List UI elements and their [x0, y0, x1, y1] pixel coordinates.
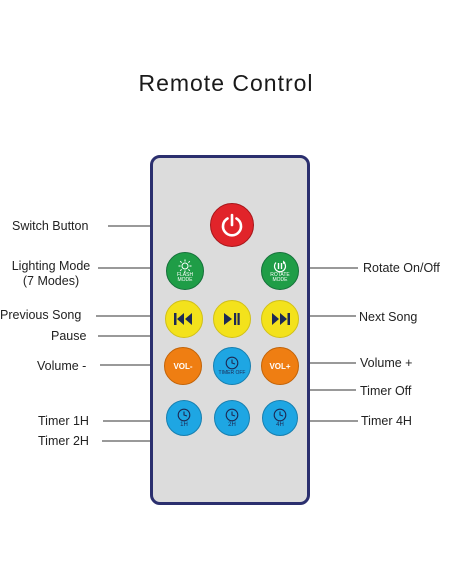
label-switch-button: Switch Button: [12, 219, 89, 233]
timer-1h-label: 1H: [180, 421, 188, 428]
label-volume-up: Volume +: [360, 356, 413, 370]
volume-up-button[interactable]: VOL+: [261, 347, 299, 385]
label-lighting-mode-line2: (7 Modes): [22, 274, 80, 288]
remote-body: FLASH MODE ROTATE MODE: [150, 155, 310, 505]
clock-icon: [225, 408, 239, 421]
label-lighting-mode: Lighting Mode (7 Modes): [5, 259, 97, 289]
label-pause: Pause: [51, 329, 87, 343]
label-previous-song: Previous Song: [0, 308, 82, 322]
play-pause-icon: [224, 313, 240, 325]
flash-mode-label-1: FLASH: [176, 272, 194, 278]
clock-icon: [177, 408, 191, 421]
rotate-mode-button[interactable]: ROTATE MODE: [261, 252, 299, 290]
label-next-song: Next Song: [359, 310, 418, 324]
clock-icon: [225, 356, 239, 370]
volume-up-label: VOL+: [269, 361, 291, 371]
timer-off-label: TIMER OFF: [218, 370, 246, 376]
timer-4h-button[interactable]: 4H: [262, 400, 298, 436]
timer-off-button[interactable]: TIMER OFF: [213, 347, 251, 385]
power-button[interactable]: [210, 203, 254, 247]
page-title: Remote Control: [138, 70, 314, 96]
label-rotate: Rotate On/Off: [363, 261, 440, 275]
next-icon: [272, 313, 290, 325]
clock-icon: [273, 408, 287, 421]
flash-mode-label-2: MODE: [177, 277, 193, 283]
timer-2h-button[interactable]: 2H: [214, 400, 250, 436]
previous-icon: [174, 313, 192, 325]
timer-2h-label: 2H: [228, 421, 236, 428]
sun-icon: [178, 259, 192, 273]
rotate-mode-label-1: ROTATE: [270, 272, 290, 278]
next-button[interactable]: [261, 300, 299, 338]
volume-down-button[interactable]: VOL-: [164, 347, 202, 385]
timer-4h-label: 4H: [276, 421, 284, 428]
label-timer-off: Timer Off: [360, 384, 412, 398]
label-lighting-mode-line1: Lighting Mode: [11, 259, 91, 273]
label-timer-1h: Timer 1H: [38, 414, 89, 428]
timer-1h-button[interactable]: 1H: [166, 400, 202, 436]
label-timer-2h: Timer 2H: [38, 434, 89, 448]
previous-button[interactable]: [165, 300, 203, 338]
play-pause-button[interactable]: [213, 300, 251, 338]
power-icon: [221, 213, 243, 237]
label-volume-down: Volume -: [37, 359, 87, 373]
label-timer-4h: Timer 4H: [361, 414, 412, 428]
rotate-icon: [273, 260, 287, 273]
flash-mode-button[interactable]: FLASH MODE: [166, 252, 204, 290]
rotate-mode-label-2: MODE: [272, 277, 288, 283]
volume-down-label: VOL-: [173, 361, 193, 371]
